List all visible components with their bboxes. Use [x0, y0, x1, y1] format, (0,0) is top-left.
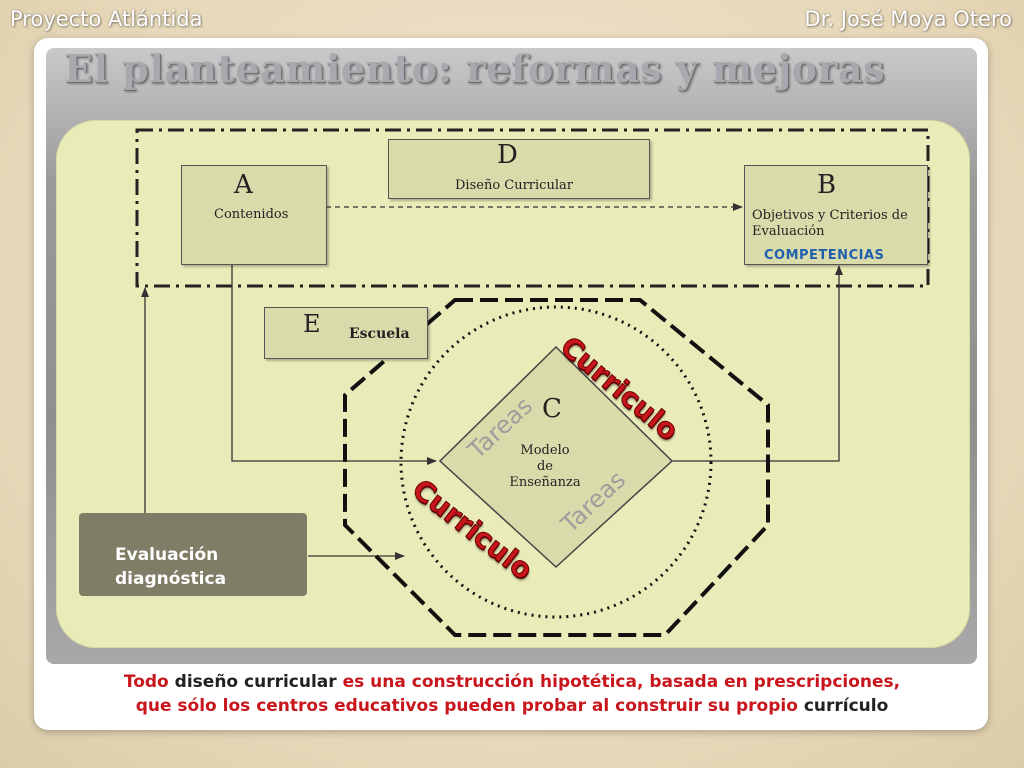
box-e-label: Escuela: [349, 326, 410, 342]
arrow-c-to-b: [672, 265, 843, 462]
teaching-model-diamond: [438, 345, 674, 569]
box-d-label: Diseño Curricular: [455, 178, 573, 193]
footer-part-4: que sólo los centros educativos pueden p…: [135, 696, 798, 716]
footer-statement: Todo diseño curricular es una construcci…: [40, 670, 984, 718]
modelo-line-3: Enseñanza: [509, 475, 581, 490]
slide-title: El planteamiento: reformas y mejoras: [64, 46, 886, 91]
header-author: Dr. José Moya Otero: [804, 7, 1012, 31]
box-c-label: Modelo de Enseñanza: [505, 443, 585, 491]
curriculum-circle: [399, 305, 713, 619]
school-octagon: [343, 298, 770, 637]
footer-part-5: currículo: [797, 696, 889, 716]
header-project-name: Proyecto Atlántida: [10, 7, 203, 31]
box-b-letter: B: [817, 170, 837, 200]
competencias-label: COMPETENCIAS: [764, 248, 885, 263]
footer-part-1: Todo: [123, 672, 169, 692]
modelo-line-2: de: [536, 459, 553, 474]
footer-part-2: diseño curricular: [168, 672, 343, 692]
box-c-letter: C: [542, 394, 562, 424]
design-scope-frame: [135, 128, 930, 288]
box-e-letter: E: [303, 310, 321, 338]
box-diseno-curricular: D Diseño Curricular: [388, 139, 650, 199]
box-a-label: Contenidos: [214, 207, 289, 222]
box-escuela: E Escuela: [264, 307, 428, 359]
modelo-line-1: Modelo: [520, 443, 570, 458]
box-a-letter: A: [234, 170, 253, 200]
box-objetivos: B Objetivos y Criterios de Evaluación: [744, 165, 928, 265]
evaluacion-label: Evaluación diagnóstica: [115, 543, 226, 591]
evaluacion-line-2: diagnóstica: [115, 569, 227, 589]
evaluacion-diagnostica-box: Evaluación diagnóstica: [79, 513, 307, 596]
box-b-label: Objetivos y Criterios de Evaluación: [752, 208, 908, 239]
arrow-a-to-c: [231, 264, 437, 465]
box-d-letter: D: [497, 140, 518, 170]
box-contenidos: A Contenidos: [181, 165, 327, 265]
evaluacion-line-1: Evaluación: [115, 545, 219, 565]
footer-part-3: es una construcción hipotética, basada e…: [342, 672, 901, 692]
